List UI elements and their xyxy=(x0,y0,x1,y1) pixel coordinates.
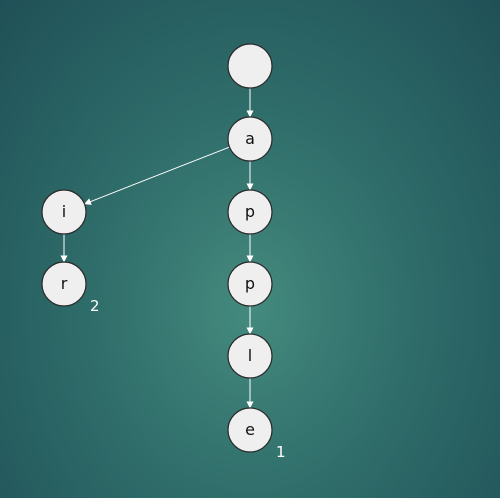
node-label: l xyxy=(248,346,252,365)
node-label: p xyxy=(245,274,255,293)
node-count-label: 2 xyxy=(90,297,100,315)
trie-node-l: l xyxy=(227,333,273,379)
edge-a-i xyxy=(84,146,230,205)
node-circle xyxy=(227,407,273,453)
node-label: r xyxy=(61,274,68,293)
node-label: e xyxy=(245,420,255,439)
trie-node-i: i xyxy=(41,189,87,235)
node-circle xyxy=(227,189,273,235)
node-circle xyxy=(227,333,273,379)
node-circle xyxy=(227,261,273,307)
trie-node-p2: p xyxy=(227,261,273,307)
node-count-label: 1 xyxy=(276,443,286,461)
node-label: p xyxy=(245,202,255,221)
node-circle xyxy=(227,116,273,162)
edges-layer xyxy=(60,88,254,409)
trie-node-root xyxy=(227,43,273,89)
node-circle xyxy=(41,261,87,307)
node-circle xyxy=(41,189,87,235)
node-label: i xyxy=(62,202,66,221)
trie-node-a: a xyxy=(227,116,273,162)
trie-node-e: e1 xyxy=(227,407,286,461)
trie-node-p1: p xyxy=(227,189,273,235)
trie-node-r: r2 xyxy=(41,261,100,315)
node-circle xyxy=(227,43,273,89)
node-label: a xyxy=(245,129,255,148)
